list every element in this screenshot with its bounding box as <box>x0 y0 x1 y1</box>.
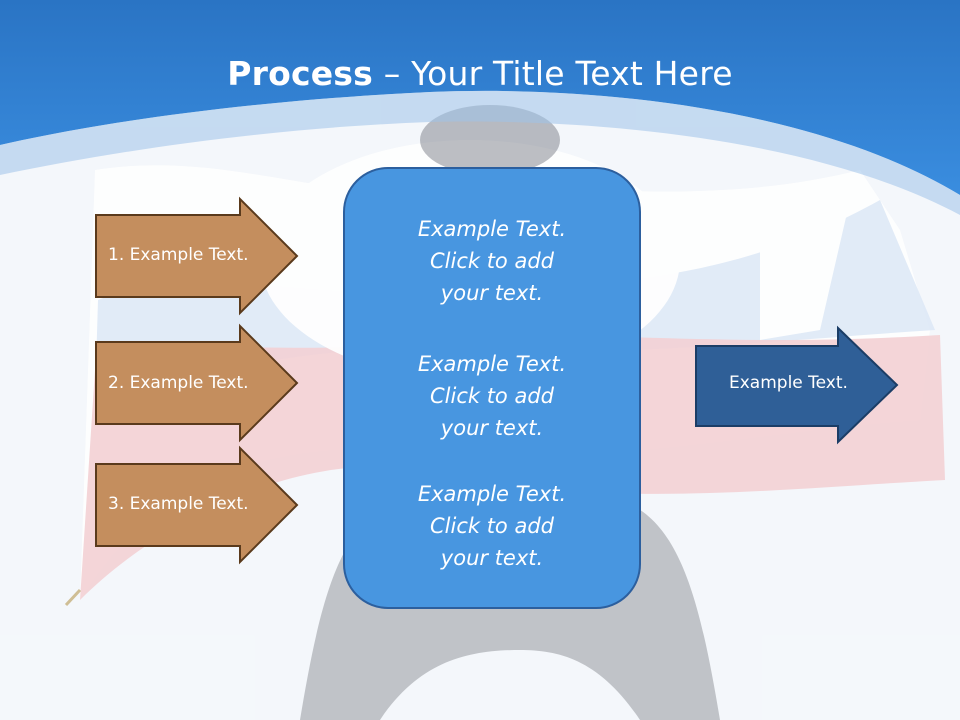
center-panel[interactable] <box>343 167 641 609</box>
title-separator: – <box>373 54 412 93</box>
left-arrow-2-label: 2. Example Text. <box>108 373 249 393</box>
left-arrow-2[interactable] <box>95 323 299 443</box>
right-arrow-label: Example Text. <box>729 373 848 393</box>
center-panel-text-3[interactable]: Example Text. Click to add your text. <box>417 482 567 570</box>
left-arrow-3-label: 3. Example Text. <box>108 494 249 514</box>
center-panel-text-2[interactable]: Example Text. Click to add your text. <box>417 352 567 440</box>
slide-title[interactable]: Process – Your Title Text Here <box>0 54 960 93</box>
header-band <box>0 0 960 195</box>
right-arrow[interactable] <box>695 325 899 445</box>
title-bold: Process <box>227 54 373 93</box>
center-panel-text-1[interactable]: Example Text. Click to add your text. <box>417 217 567 305</box>
left-arrow-1-label: 1. Example Text. <box>108 245 249 265</box>
header-swoosh <box>0 90 960 215</box>
left-arrow-1[interactable] <box>95 196 299 316</box>
title-rest: Your Title Text Here <box>411 54 733 93</box>
left-arrow-3[interactable] <box>95 445 299 565</box>
